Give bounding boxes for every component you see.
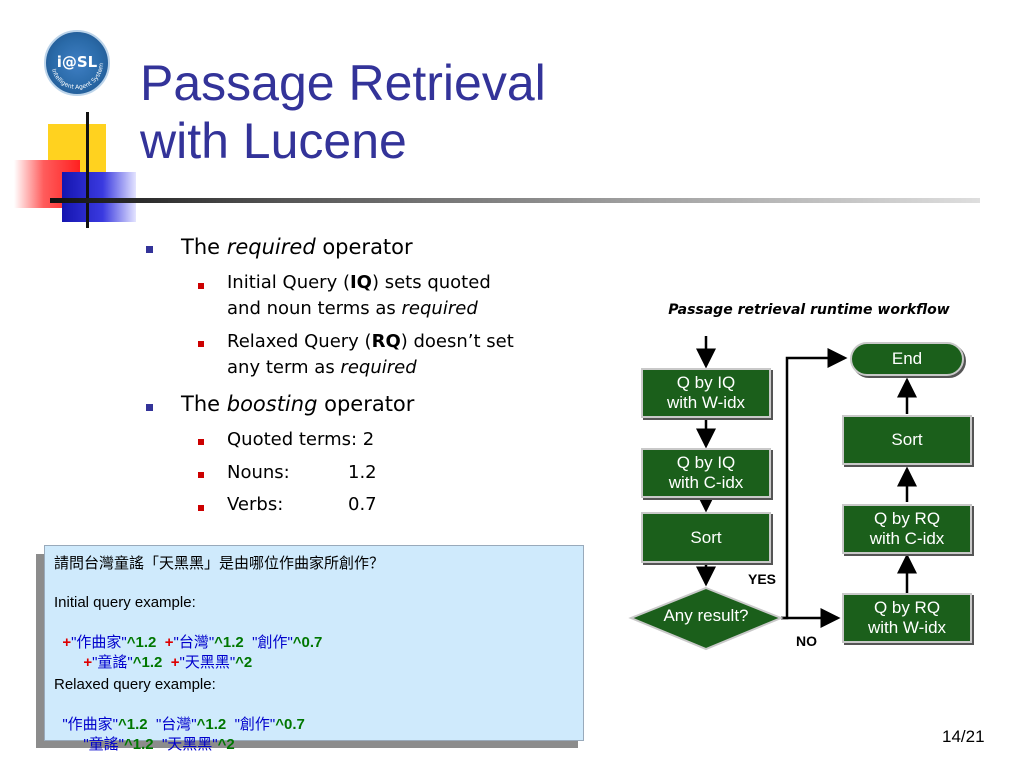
boost-value: ^1.2 bbox=[118, 716, 148, 733]
bullet-emphasis: boosting bbox=[226, 392, 318, 416]
lab-logo bbox=[44, 30, 110, 96]
sub-bullet-text: Initial Query ( bbox=[227, 272, 350, 293]
title-line-2: with Lucene bbox=[140, 113, 407, 169]
slide-title: Passage Retrieval with Lucene bbox=[140, 54, 546, 170]
rq-abbrev: RQ bbox=[371, 331, 401, 352]
deco-vertical-line bbox=[86, 112, 89, 228]
box-label: Q by IQ bbox=[676, 453, 736, 472]
required-operator: + bbox=[170, 654, 180, 671]
boost-value: ^2 bbox=[235, 654, 253, 671]
bullet-text: The bbox=[181, 392, 227, 416]
bullet-text: operator bbox=[315, 235, 413, 259]
title-underline bbox=[50, 198, 980, 203]
query-term: "童謠" bbox=[92, 654, 133, 671]
boost-value: ^1.2 bbox=[126, 634, 157, 651]
box-label: Q by IQ bbox=[676, 373, 736, 392]
box-label: Q by RQ bbox=[873, 598, 941, 617]
sub-bullet-rq: Relaxed Query (RQ) doesn’t set any term … bbox=[227, 329, 514, 381]
decision-diamond bbox=[628, 586, 784, 651]
sub-bullet-marker bbox=[198, 283, 204, 289]
boost-value: ^0.7 bbox=[292, 634, 323, 651]
page-number: 14/21 bbox=[942, 727, 985, 746]
query-term: "作曲家" bbox=[62, 716, 118, 733]
required-operator: + bbox=[62, 634, 72, 651]
sub-bullet-marker bbox=[198, 341, 204, 347]
box-label: with C-idx bbox=[668, 473, 744, 492]
sub-bullet-nouns-value: 1.2 bbox=[348, 462, 377, 483]
query-example-box bbox=[44, 545, 584, 741]
end-terminal: End bbox=[850, 342, 964, 376]
boost-value: ^2 bbox=[217, 736, 235, 753]
sub-bullet-quoted: Quoted terms: 2 bbox=[227, 429, 375, 450]
sort-box-right: Sort bbox=[842, 415, 972, 465]
lab-logo-text: i@SL bbox=[56, 53, 98, 71]
bullet-emphasis: required bbox=[226, 235, 316, 259]
bullet-text: operator bbox=[317, 392, 415, 416]
decision-label: Any result? bbox=[663, 606, 749, 625]
query-term: "天黑黑" bbox=[179, 654, 236, 671]
no-label: NO bbox=[796, 633, 817, 649]
sub-bullet-emphasis: required bbox=[340, 357, 417, 378]
sub-bullet-text: ) sets quoted bbox=[371, 272, 491, 293]
relaxed-query-line-1: "作曲家"^1.2 "台灣"^1.2 "創作"^0.7 bbox=[54, 696, 305, 734]
sub-bullet-verbs-value: 0.7 bbox=[348, 494, 377, 515]
query-term: "創作" bbox=[234, 716, 276, 733]
boost-value: ^0.7 bbox=[275, 716, 305, 733]
sub-bullet-text: any term as bbox=[227, 357, 341, 378]
boost-value: ^1.2 bbox=[196, 716, 227, 733]
box-label: with W-idx bbox=[867, 618, 947, 637]
query-term: "天黑黑" bbox=[161, 736, 218, 753]
sub-bullet-iq: Initial Query (IQ) sets quoted and noun … bbox=[227, 270, 491, 322]
logo-ring: Intelligent Agent Systems Lab bbox=[44, 30, 105, 91]
initial-query-line-1: +"作曲家"^1.2 +"台灣"^1.2 "創作"^0.7 bbox=[54, 614, 322, 652]
sub-bullet-marker bbox=[198, 472, 204, 478]
query-term: "台灣" bbox=[155, 716, 197, 733]
box-label: Q by RQ bbox=[873, 509, 941, 528]
bullet-marker bbox=[146, 404, 153, 411]
iq-abbrev: IQ bbox=[349, 272, 372, 293]
sub-bullet-text: ) doesn’t set bbox=[400, 331, 514, 352]
query-term: "作曲家" bbox=[71, 634, 127, 651]
sub-bullet-verbs-label: Verbs: bbox=[227, 494, 284, 515]
yes-label: YES bbox=[748, 571, 777, 587]
workflow-caption: Passage retrieval runtime workflow bbox=[668, 302, 950, 318]
sub-bullet-emphasis: required bbox=[401, 298, 478, 319]
bullet-boosting: The boosting operator bbox=[181, 392, 414, 416]
sub-bullet-text: Relaxed Query ( bbox=[227, 331, 372, 352]
sub-bullet-text: and noun terms as bbox=[227, 298, 402, 319]
query-term: "童謠" bbox=[83, 736, 124, 753]
bullet-required: The required operator bbox=[181, 235, 413, 259]
title-line-1: Passage Retrieval bbox=[140, 55, 546, 111]
relaxed-query-line-2: "童謠"^1.2 "天黑黑"^2 bbox=[75, 716, 235, 754]
sort-box-left: Sort bbox=[641, 512, 771, 563]
box-label: with W-idx bbox=[666, 393, 746, 412]
initial-query-label: Initial query example: bbox=[54, 594, 196, 611]
boost-value: ^1.2 bbox=[124, 736, 154, 753]
required-operator: + bbox=[164, 634, 174, 651]
example-question: 請問台灣童謠「天黑黑」是由哪位作曲家所創作？ bbox=[54, 555, 385, 572]
arrow-yes-to-end bbox=[781, 348, 848, 620]
deco-blue-block bbox=[62, 172, 136, 222]
query-term: "台灣" bbox=[173, 634, 215, 651]
sub-bullet-marker bbox=[198, 439, 204, 445]
required-operator: + bbox=[83, 654, 93, 671]
box-label: with C-idx bbox=[869, 529, 945, 548]
initial-query-line-2: +"童謠"^1.2 +"天黑黑"^2 bbox=[75, 634, 252, 672]
bullet-marker bbox=[146, 246, 153, 253]
sub-bullet-nouns-label: Nouns: bbox=[227, 462, 290, 483]
boost-value: ^1.2 bbox=[132, 654, 163, 671]
query-term: "創作" bbox=[252, 634, 293, 651]
boost-value: ^1.2 bbox=[214, 634, 244, 651]
relaxed-query-label: Relaxed query example: bbox=[54, 676, 216, 693]
sub-bullet-marker bbox=[198, 505, 204, 511]
bullet-text: The bbox=[181, 235, 227, 259]
